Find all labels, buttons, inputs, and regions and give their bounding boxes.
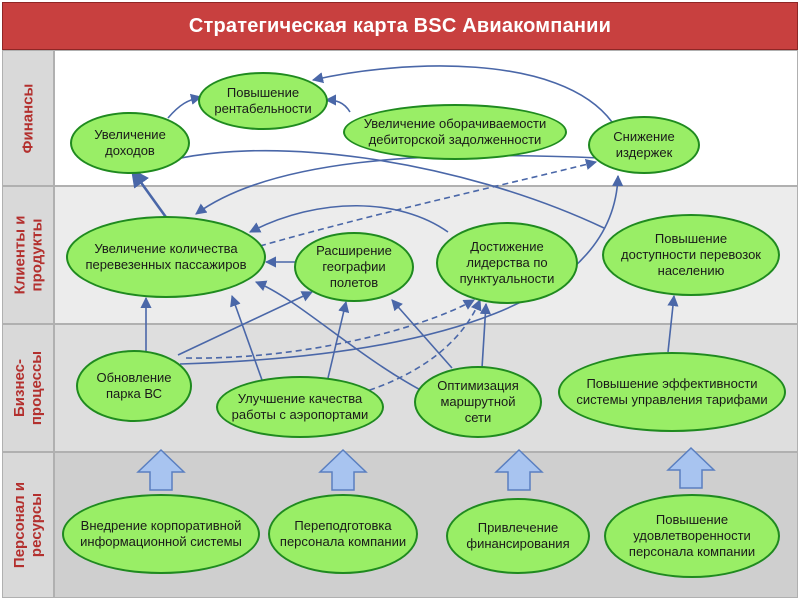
edge-costs-profitability <box>311 65 613 123</box>
perspective-label-processes: Бизнес- процессы <box>2 324 54 452</box>
edge-fleet-costs <box>179 174 624 365</box>
edge-airports-geography <box>327 300 350 379</box>
page-title: Стратегическая карта BSC Авиакомпании <box>188 14 612 37</box>
node-turnover[interactable]: Увеличение оборачиваемости дебиторской з… <box>343 104 567 160</box>
edge-routes-geography <box>391 299 453 369</box>
edge-revenue-profitability <box>167 93 203 119</box>
edge-tariffs-accessibility <box>667 294 679 353</box>
edge-costs-passengers <box>195 154 601 215</box>
node-tariffs[interactable]: Повышение эффективности системы управлен… <box>558 352 786 432</box>
node-accessibility[interactable]: Повышение доступности перевозок населени… <box>602 214 780 296</box>
node-revenue[interactable]: Увеличение доходов <box>70 112 190 174</box>
edge-fleet-punctuality-dashed <box>185 299 475 359</box>
node-punctuality[interactable]: Достижение лидерства по пунктуальности <box>436 222 578 304</box>
node-fleet[interactable]: Обновление парка ВС <box>76 350 192 422</box>
edge-fleet-geography <box>177 291 314 356</box>
edge-routes-punctuality <box>479 302 491 369</box>
edge-punctuality-passengers <box>249 205 449 233</box>
node-routes[interactable]: Оптимизация маршрутной сети <box>414 366 542 438</box>
up-arrow-infosystem-icon <box>136 448 186 491</box>
perspective-label-finance: Финансы <box>2 50 54 186</box>
edge-turnover-profitability <box>324 94 351 113</box>
node-infosystem[interactable]: Внедрение корпоративной информационной с… <box>62 494 260 574</box>
edge-passengers-costs-dashed <box>259 159 598 247</box>
node-retraining[interactable]: Переподготовка персонала компании <box>268 494 418 574</box>
node-costs[interactable]: Снижение издержек <box>588 116 700 174</box>
edge-routes-passengers <box>254 280 433 397</box>
perspective-label-personnel: Персонал и ресурсы <box>2 452 54 598</box>
node-passengers[interactable]: Увеличение количества перевезенных пасса… <box>66 216 266 298</box>
up-arrow-financing-icon <box>494 448 544 491</box>
node-geography[interactable]: Расширение географии полетов <box>294 232 414 302</box>
title-bar: Стратегическая карта BSC Авиакомпании <box>2 2 798 50</box>
up-arrow-retraining-icon <box>318 448 368 491</box>
up-arrow-satisfaction-icon <box>666 446 716 489</box>
perspective-label-clients: Клиенты и продукты <box>2 186 54 324</box>
node-satisfaction[interactable]: Повышение удовлетворенности персонала ко… <box>604 494 780 578</box>
node-profitability[interactable]: Повышение рентабельности <box>198 72 328 130</box>
edge-accessibility-revenue <box>148 149 605 229</box>
node-financing[interactable]: Привлечение финансирования <box>446 498 590 574</box>
edge-airports-passengers <box>230 294 263 381</box>
node-airports[interactable]: Улучшение качества работы с аэропортами <box>216 376 384 438</box>
edge-passengers-revenue <box>130 168 170 221</box>
